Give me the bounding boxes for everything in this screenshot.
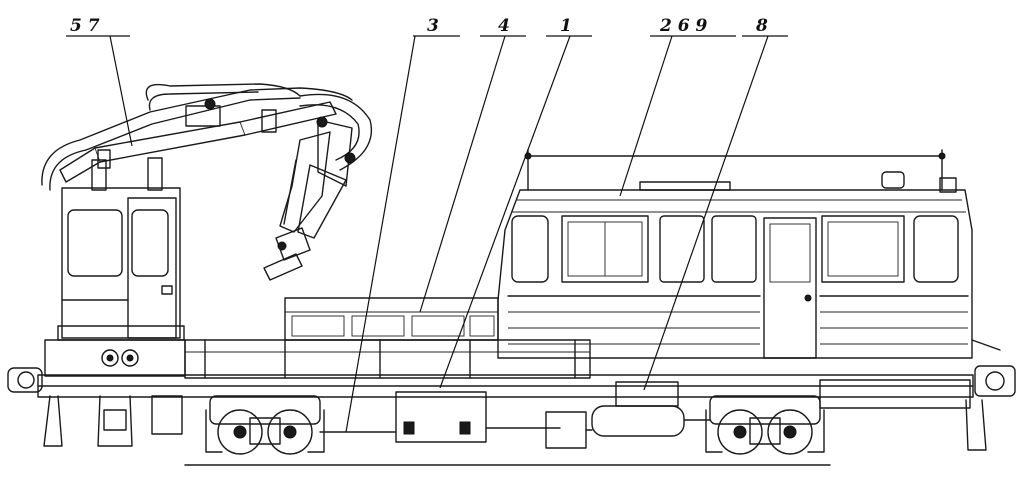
callout-1: 1 (560, 16, 572, 36)
callout-3: 3 (427, 16, 439, 36)
door (763, 217, 817, 359)
main-frame (37, 339, 974, 409)
callout-5-7: 5 7 (70, 16, 100, 36)
callout-8: 8 (755, 16, 768, 36)
callout-2-6-9: 2 6 9 (659, 16, 707, 36)
crane-base (7, 339, 186, 447)
underframe-equipment (319, 381, 711, 449)
right-coupler (965, 339, 1016, 451)
crane-boom (41, 83, 372, 281)
leader-lines (66, 35, 788, 433)
callout-4: 4 (498, 16, 510, 36)
front-bogie (205, 395, 325, 455)
rear-bogie (705, 395, 825, 455)
crane-cab (57, 187, 185, 341)
car-body (497, 149, 973, 359)
equipment-boxes (284, 297, 499, 341)
